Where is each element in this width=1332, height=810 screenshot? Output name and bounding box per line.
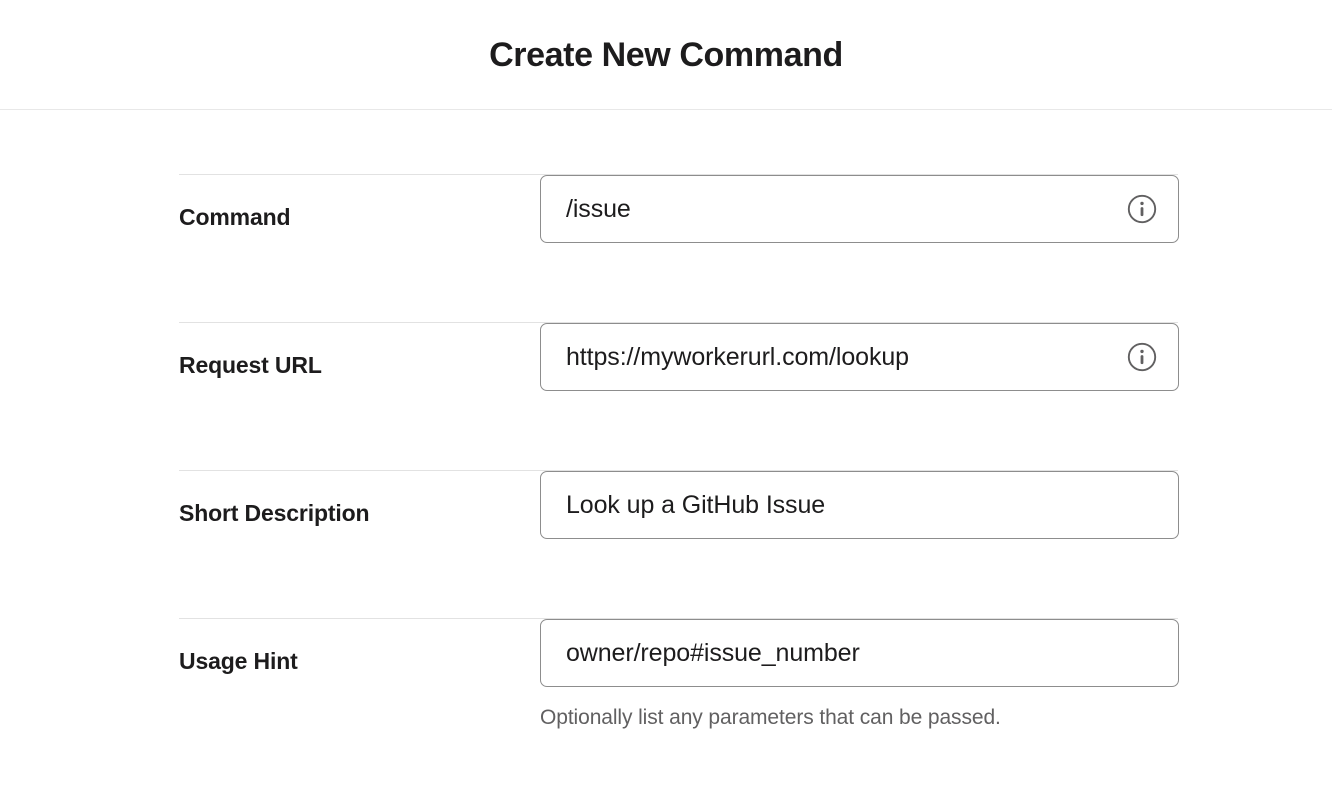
- short-description-input-wrap[interactable]: [540, 471, 1179, 539]
- field-request-url: [540, 323, 1179, 391]
- page-title: Create New Command: [489, 35, 843, 74]
- short-description-input[interactable]: [541, 490, 1178, 520]
- form-row-short-description: Short Description: [179, 471, 1179, 618]
- label-short-description: Short Description: [179, 500, 370, 526]
- form-row-usage-hint: Usage Hint Optionally list any parameter…: [179, 619, 1179, 766]
- request-url-input[interactable]: [541, 342, 1178, 372]
- label-usage-hint: Usage Hint: [179, 648, 298, 674]
- label-command: Command: [179, 204, 291, 230]
- field-short-description: [540, 471, 1179, 539]
- command-input[interactable]: [541, 194, 1178, 224]
- form-row-command: Command: [179, 175, 1179, 322]
- label-request-url: Request URL: [179, 352, 322, 378]
- usage-hint-input[interactable]: [541, 638, 1178, 668]
- command-input-wrap[interactable]: [540, 175, 1179, 243]
- field-usage-hint: Optionally list any parameters that can …: [540, 619, 1179, 728]
- request-url-input-wrap[interactable]: [540, 323, 1179, 391]
- info-circle-icon[interactable]: [1127, 342, 1157, 372]
- field-command: [540, 175, 1179, 243]
- info-circle-icon[interactable]: [1127, 194, 1157, 224]
- usage-hint-input-wrap[interactable]: [540, 619, 1179, 687]
- usage-hint-helper-text: Optionally list any parameters that can …: [540, 706, 1001, 729]
- form-divider: [179, 618, 1178, 619]
- modal-header: Create New Command: [0, 0, 1332, 110]
- form-divider: [179, 174, 1178, 175]
- command-form: Command: [179, 174, 1179, 766]
- modal-body: Command: [0, 111, 1332, 810]
- form-divider: [179, 322, 1178, 323]
- form-divider: [179, 470, 1178, 471]
- form-row-request-url: Request URL: [179, 323, 1179, 470]
